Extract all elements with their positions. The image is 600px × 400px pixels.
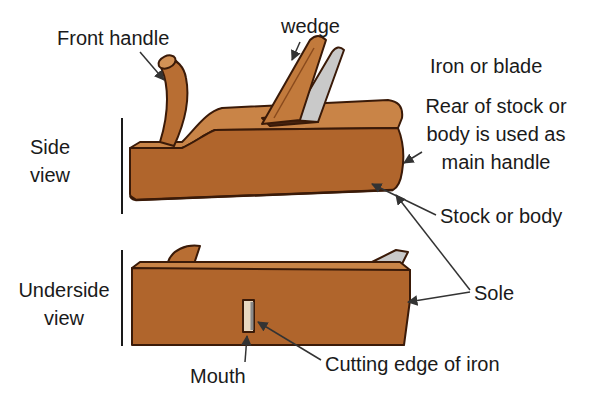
view-bracket xyxy=(121,250,123,346)
front-handle xyxy=(160,58,188,146)
part-label: Sole xyxy=(474,279,514,307)
part-label: Underside view xyxy=(5,276,123,332)
part-label: Stock or body xyxy=(440,202,562,230)
part-label: Rear of stock or body is used as main ha… xyxy=(422,92,570,176)
view-bracket xyxy=(121,118,123,214)
side-view-plane xyxy=(130,36,403,200)
part-label: Cutting edge of iron xyxy=(325,350,500,378)
part-label: Mouth xyxy=(190,362,246,390)
mouth-slot xyxy=(243,300,254,332)
leader-line xyxy=(245,336,247,362)
leader-line xyxy=(408,292,470,302)
wedge xyxy=(262,36,326,124)
part-label: Front handle xyxy=(57,24,169,52)
part-label: Side view xyxy=(18,133,82,189)
leader-line xyxy=(292,42,300,60)
part-label: Iron or blade xyxy=(430,52,542,80)
sole-face xyxy=(132,268,410,345)
leader-lines xyxy=(140,42,470,362)
leader-line xyxy=(258,322,321,360)
cutting-edge xyxy=(251,302,254,330)
leader-line xyxy=(404,152,422,163)
leader-line xyxy=(140,52,164,80)
leader-line xyxy=(372,184,436,215)
part-label: wedge xyxy=(281,12,340,40)
